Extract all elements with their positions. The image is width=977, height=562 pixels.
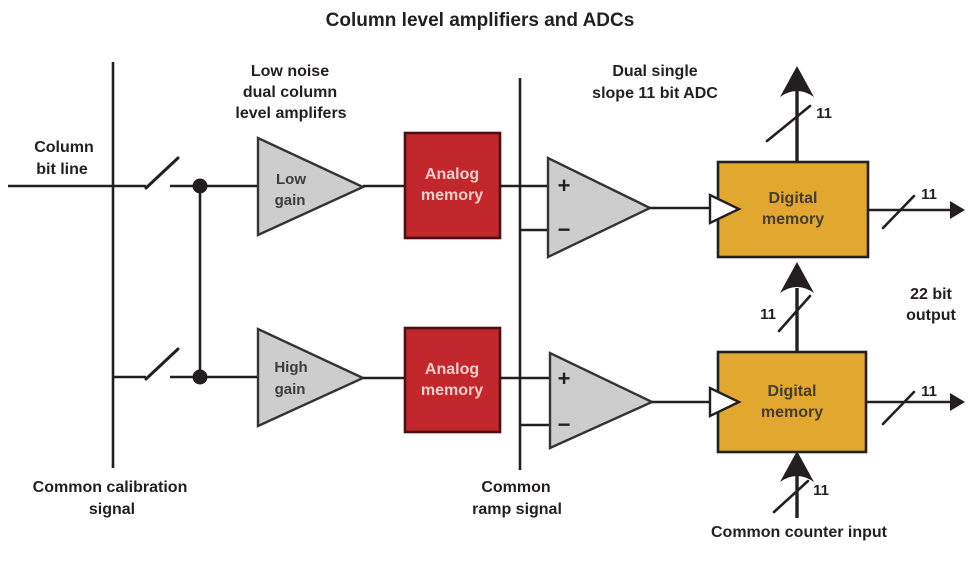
common-counter-label: Common counter input	[711, 524, 888, 541]
common-ramp-label: Common	[481, 479, 550, 496]
high-gain-label: High	[274, 359, 307, 376]
analog-memory-box-bottom	[403, 326, 502, 434]
comparator-triangle-bottom	[548, 351, 655, 450]
common-ramp-label: ramp signal	[472, 501, 562, 518]
output-22bit-label: output	[906, 307, 956, 324]
clock-input-icon	[708, 193, 742, 225]
output-22bit-label: 22 bit	[910, 286, 952, 303]
bus-width-label: 11	[921, 383, 937, 400]
analog-memory-label: memory	[421, 187, 483, 204]
low-noise-amps-label: level amplifers	[235, 105, 346, 122]
common-calibration-label: signal	[89, 501, 135, 518]
column-bit-line-label: Column	[34, 139, 94, 156]
dual-slope-adc-label: Dual single	[612, 63, 697, 80]
bus-slash-icon	[881, 194, 916, 230]
column-bit-line-label: bit line	[36, 161, 88, 178]
analog-memory-label: Analog	[425, 361, 479, 378]
bus-slash-icon	[772, 479, 810, 514]
plus-sign: +	[558, 366, 571, 391]
comparator-triangle-top	[546, 156, 653, 259]
low-gain-label: Low	[276, 171, 306, 188]
page-title: Column level amplifiers and ADCs	[326, 10, 635, 31]
low-noise-amps-label: dual column	[243, 84, 337, 101]
digital-memory-label: memory	[762, 211, 824, 228]
common-calibration-label: Common calibration	[33, 479, 188, 496]
bus-width-label: 11	[816, 105, 832, 122]
low-gain-amp-triangle	[256, 136, 366, 237]
clock-input-icon	[708, 386, 742, 418]
junction-dot-bottom	[192, 369, 208, 385]
arrow-right-icon	[950, 201, 965, 219]
switch-blade-bottom-icon	[144, 347, 180, 381]
high-gain-amp-triangle	[256, 327, 366, 428]
digital-memory-box-top	[716, 160, 870, 259]
bus-width-label: 11	[921, 186, 937, 203]
high-gain-label: gain	[275, 381, 306, 398]
bus-slash-icon	[765, 104, 812, 143]
arrow-up-icon	[780, 451, 814, 482]
arrow-up-icon	[780, 262, 814, 293]
digital-memory-label: memory	[761, 404, 823, 421]
analog-memory-box-top	[403, 131, 502, 240]
digital-memory-label: Digital	[768, 383, 817, 400]
analog-memory-label: Analog	[425, 166, 479, 183]
dual-slope-adc-label: slope 11 bit ADC	[592, 85, 718, 102]
low-gain-label: gain	[275, 192, 306, 209]
bus-slash-icon	[881, 390, 916, 426]
analog-memory-label: memory	[421, 382, 483, 399]
minus-sign: −	[558, 412, 571, 437]
bus-slash-icon	[777, 294, 812, 333]
low-noise-amps-label: Low noise	[251, 63, 329, 80]
bus-width-label: 11	[760, 306, 776, 323]
minus-sign: −	[558, 217, 571, 242]
digital-memory-label: Digital	[769, 190, 818, 207]
bus-width-label: 11	[813, 482, 829, 499]
plus-sign: +	[558, 173, 571, 198]
switch-blade-top-icon	[144, 156, 180, 190]
arrow-up-icon	[780, 66, 814, 97]
arrow-right-icon	[950, 393, 965, 411]
